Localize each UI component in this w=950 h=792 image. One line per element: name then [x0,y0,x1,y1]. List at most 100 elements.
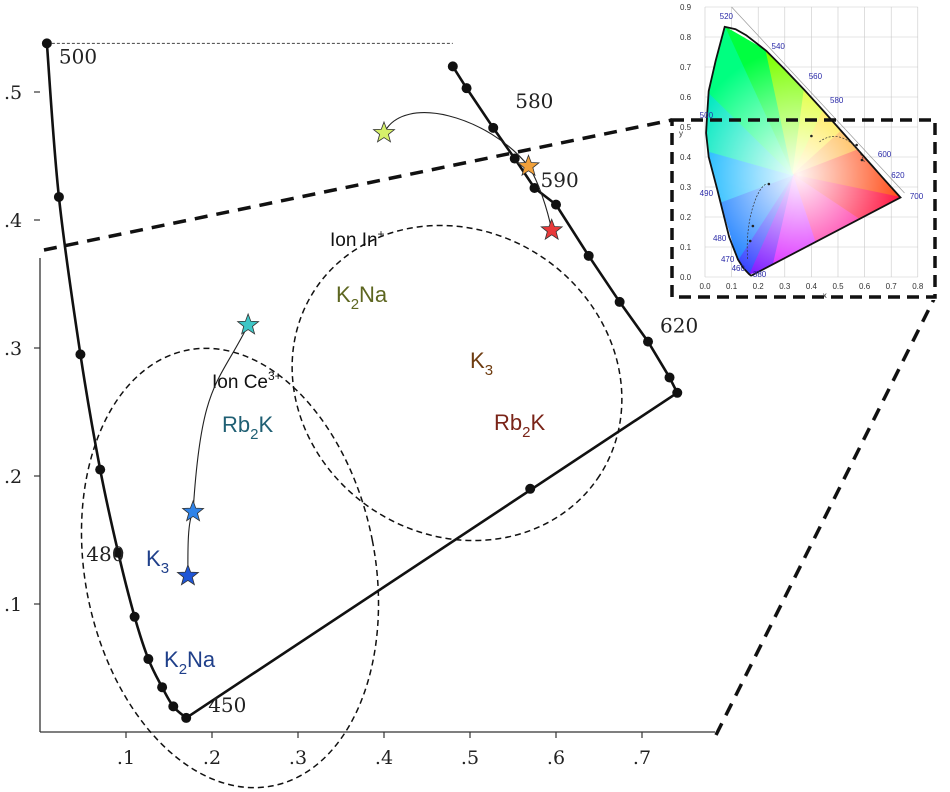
x-tick-label: .7 [633,747,651,769]
inset-wavelength-label: 500 [700,111,714,120]
inset-x-tick-label: 0.7 [886,282,898,291]
composition-label: K3 [470,348,493,379]
inset-x-tick-label: 0.0 [699,282,711,291]
group-label: Ion Ce3+ [212,369,282,393]
y-tick-label: .4 [4,210,22,232]
inset-wavelength-label: 480 [713,234,727,243]
inset-x-tick-label: 0.3 [779,282,791,291]
main-plot: .1.2.3.4.5.6.7.1.2.3.4.5 500480450580590… [4,38,715,789]
wavelength-label: 590 [541,168,579,192]
data-star-k2na [372,120,396,143]
inset-y-tick-label: 0.1 [680,243,692,252]
inset-wavelength-label: 580 [830,96,844,105]
inset-zoom-box [670,118,937,299]
x-tick-label: .2 [203,747,221,769]
composition-curves [187,112,553,576]
inset-x-tick-label: 0.6 [859,282,871,291]
data-stars [176,120,564,586]
inset-y-tick-label: 0.3 [680,183,692,192]
x-tick-label: .6 [547,747,565,769]
locus-point [95,464,106,475]
inset-wavelength-label: 490 [700,189,714,198]
inset-wavelength-label: 520 [720,12,734,21]
inset-x-tick-label: 0.2 [753,282,765,291]
inset-annotations [746,134,865,260]
x-tick-label: .5 [461,747,479,769]
locus-point [41,38,52,49]
y-tick-label: .1 [4,594,22,616]
wavelength-label: 450 [208,693,246,717]
locus-point [168,701,179,712]
inset-y-tick-label: 0.6 [680,93,692,102]
locus-point [643,336,654,347]
data-star-k3 [181,499,205,522]
wavelength-label: 580 [515,89,553,113]
locus-blue-branch [45,43,188,719]
locus-point [181,712,192,723]
wavelength-labels: 500 480 450 580 590 620 [59,44,698,717]
composition-label: K2Na [164,647,216,678]
locus-point [447,61,458,72]
locus-point [488,122,499,133]
in-composition-curve [383,112,553,231]
inset-wavelength-label: 620 [891,171,905,180]
inset-x-axis-label: x [823,291,827,300]
locus-point [509,153,520,164]
composition-label: K3 [146,546,169,577]
locus-point [551,199,561,210]
group-label: Ion In+ [330,227,385,251]
inset-x-tick-label: 0.1 [726,282,738,291]
composition-label: K2Na [336,282,388,313]
inset-y-tick-label: 0.2 [680,213,692,222]
ion-group-ellipses: Ion Ce3+ Ion In+ [80,224,623,789]
locus-point [525,483,536,494]
inset-wavelength-label: 470 [721,255,735,264]
spectral-locus [41,38,683,723]
inset-wavelength-label: 460 [732,264,746,273]
composition-label: Rb2K [222,412,273,443]
x-tick-label: .4 [375,747,393,769]
inset-locus-outline [705,25,902,277]
ce-composition-curve [187,324,249,576]
locus-point [113,547,124,558]
locus-point [143,654,154,665]
locus-point [461,83,472,94]
wavelength-label: 620 [660,314,698,338]
zoom-connectors [43,118,937,736]
data-star-rb2k [236,312,260,335]
group-ellipse [291,224,623,542]
locus-point [157,682,168,693]
locus-point [529,183,540,193]
inset-wavelength-label: 600 [878,150,892,159]
locus-point [672,387,683,398]
data-star-k3 [516,154,541,177]
composition-label: Rb2K [494,410,545,441]
data-star-rb2k [540,218,564,241]
inset-y-tick-label: 0.0 [680,273,692,282]
inset-y-tick-label: 0.8 [680,33,692,42]
inset-wavelength-label: 700 [910,192,924,201]
inset-wavelength-label: 540 [772,42,786,51]
inset-x-tick-label: 0.5 [832,282,844,291]
locus-point [664,372,675,383]
x-tick-label: .1 [117,747,135,769]
inset-x-tick-label: 0.8 [912,282,924,291]
wavelength-label: 480 [86,542,124,566]
wavelength-label: 500 [59,44,97,68]
x-tick-label: .3 [289,747,307,769]
group-ellipse [80,347,380,789]
line-of-purples [185,391,678,720]
locus-point [583,250,594,261]
locus-point [614,296,625,307]
locus-point [75,349,86,360]
data-star-k2na [176,563,200,586]
locus-point [129,611,140,622]
inset-wavelength-label: 380 [753,270,767,279]
y-tick-label: .5 [4,82,22,104]
y-tick-label: .2 [4,466,22,488]
